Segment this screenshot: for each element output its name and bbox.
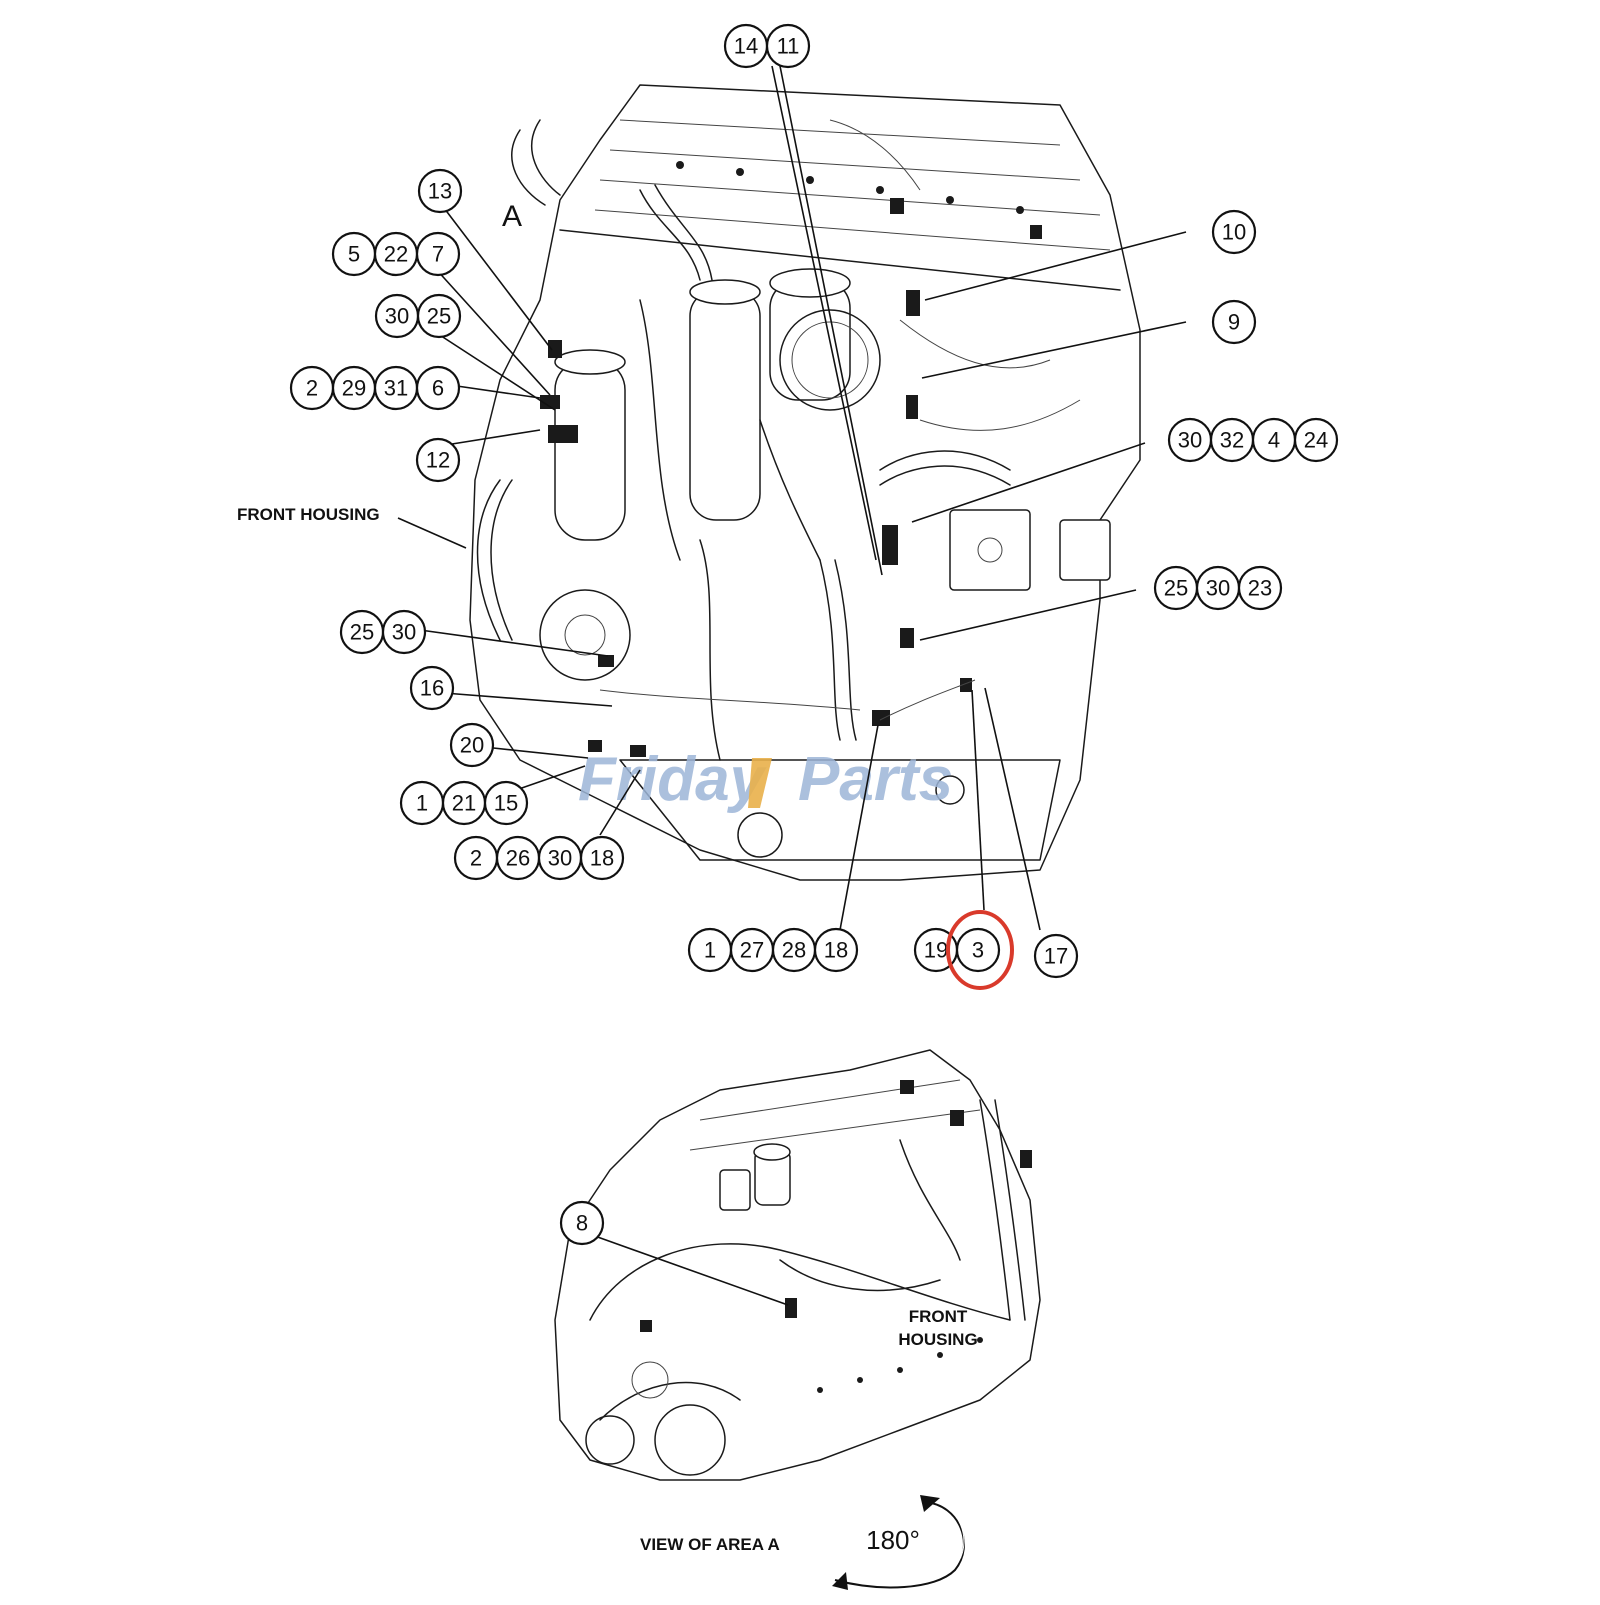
svg-text:4: 4 <box>1268 428 1280 453</box>
callout-1: 1 <box>687 927 733 973</box>
svg-text:27: 27 <box>740 938 764 963</box>
svg-text:28: 28 <box>782 938 806 963</box>
leader-lines <box>419 65 1187 931</box>
callout-22: 22 <box>373 231 419 277</box>
callout-32: 32 <box>1209 417 1255 463</box>
callout-21: 21 <box>441 780 487 826</box>
svg-text:25: 25 <box>1164 576 1188 601</box>
svg-text:20: 20 <box>460 733 484 758</box>
svg-text:6: 6 <box>432 376 444 401</box>
svg-text:26: 26 <box>506 846 530 871</box>
callout-8: 8 <box>559 1200 605 1246</box>
callout-4: 4 <box>1251 417 1297 463</box>
svg-text:16: 16 <box>420 676 444 701</box>
callout-20: 20 <box>449 722 495 768</box>
callout-30: 30 <box>381 609 427 655</box>
callout-15: 15 <box>483 780 529 826</box>
svg-text:2: 2 <box>470 846 482 871</box>
inset-front-housing-line2: HOUSING <box>898 1330 977 1349</box>
svg-text:15: 15 <box>494 791 518 816</box>
svg-text:21: 21 <box>452 791 476 816</box>
callout-29: 29 <box>331 365 377 411</box>
svg-text:30: 30 <box>548 846 572 871</box>
callout-6: 6 <box>415 365 461 411</box>
svg-text:11: 11 <box>777 34 800 59</box>
svg-text:30: 30 <box>392 620 416 645</box>
callout-2: 2 <box>289 365 335 411</box>
rotate-arrow-icon <box>832 1495 965 1590</box>
svg-text:5: 5 <box>348 242 360 267</box>
svg-text:25: 25 <box>427 304 451 329</box>
callout-30: 30 <box>374 293 420 339</box>
svg-text:14: 14 <box>734 34 758 59</box>
callout-10: 10 <box>1211 209 1257 255</box>
svg-text:30: 30 <box>1206 576 1230 601</box>
watermark-text-1: Friday <box>578 745 768 814</box>
callout-24: 24 <box>1293 417 1339 463</box>
callout-30: 30 <box>1195 565 1241 611</box>
svg-text:25: 25 <box>350 620 374 645</box>
callout-23: 23 <box>1237 565 1283 611</box>
callout-25: 25 <box>339 609 385 655</box>
rotation-label: 180° <box>866 1525 920 1555</box>
engine-main-drawing <box>469 84 1141 881</box>
callout-5: 5 <box>331 231 377 277</box>
callout-31: 31 <box>373 365 419 411</box>
callout-7: 7 <box>415 231 461 277</box>
svg-text:22: 22 <box>384 242 408 267</box>
watermark: Friday Parts <box>578 745 953 814</box>
leader-8 <box>591 1234 789 1306</box>
svg-text:1: 1 <box>416 791 428 816</box>
callout-28: 28 <box>771 927 817 973</box>
highlight-ring <box>946 910 1014 990</box>
callout-12: 12 <box>415 437 461 483</box>
callout-16: 16 <box>409 665 455 711</box>
svg-text:29: 29 <box>342 376 366 401</box>
callout-18: 18 <box>813 927 859 973</box>
callout-18: 18 <box>579 835 625 881</box>
callout-17: 17 <box>1033 933 1079 979</box>
callout-14: 14 <box>723 23 769 69</box>
front-housing-label: FRONT HOUSING <box>237 505 380 524</box>
svg-text:18: 18 <box>824 938 848 963</box>
svg-text:12: 12 <box>426 448 450 473</box>
inset-front-housing-line1: FRONT <box>909 1307 968 1326</box>
svg-text:7: 7 <box>432 242 444 267</box>
view-of-area-caption: VIEW OF AREA A <box>640 1535 780 1554</box>
watermark-text-2: Parts <box>798 745 953 814</box>
callout-27: 27 <box>729 927 775 973</box>
callout-30: 30 <box>1167 417 1213 463</box>
callout-19: 19 <box>913 927 959 973</box>
callout-1: 1 <box>399 780 445 826</box>
svg-text:23: 23 <box>1248 576 1272 601</box>
svg-text:8: 8 <box>576 1211 588 1236</box>
callout-11: 11 <box>765 23 811 69</box>
inset-area-a-drawing <box>554 1049 1041 1481</box>
svg-text:1: 1 <box>704 938 716 963</box>
svg-text:19: 19 <box>924 938 948 963</box>
callout-13: 13 <box>417 168 463 214</box>
callout-2: 2 <box>453 835 499 881</box>
svg-text:32: 32 <box>1220 428 1244 453</box>
svg-text:10: 10 <box>1222 220 1246 245</box>
callout-25: 25 <box>416 293 462 339</box>
svg-text:30: 30 <box>385 304 409 329</box>
svg-text:30: 30 <box>1178 428 1202 453</box>
area-a-marker: A <box>502 200 522 233</box>
svg-text:31: 31 <box>384 376 408 401</box>
callout-30: 30 <box>537 835 583 881</box>
front-housing-leader <box>397 517 467 549</box>
svg-text:17: 17 <box>1044 944 1068 969</box>
callout-25: 25 <box>1153 565 1199 611</box>
callout-9: 9 <box>1211 299 1257 345</box>
svg-text:2: 2 <box>306 376 318 401</box>
callout-26: 26 <box>495 835 541 881</box>
svg-text:18: 18 <box>590 846 614 871</box>
svg-text:13: 13 <box>428 179 452 204</box>
svg-text:9: 9 <box>1228 310 1240 335</box>
svg-text:24: 24 <box>1304 428 1328 453</box>
svg-text:3: 3 <box>972 938 984 963</box>
callout-3: 3 <box>955 927 1001 973</box>
